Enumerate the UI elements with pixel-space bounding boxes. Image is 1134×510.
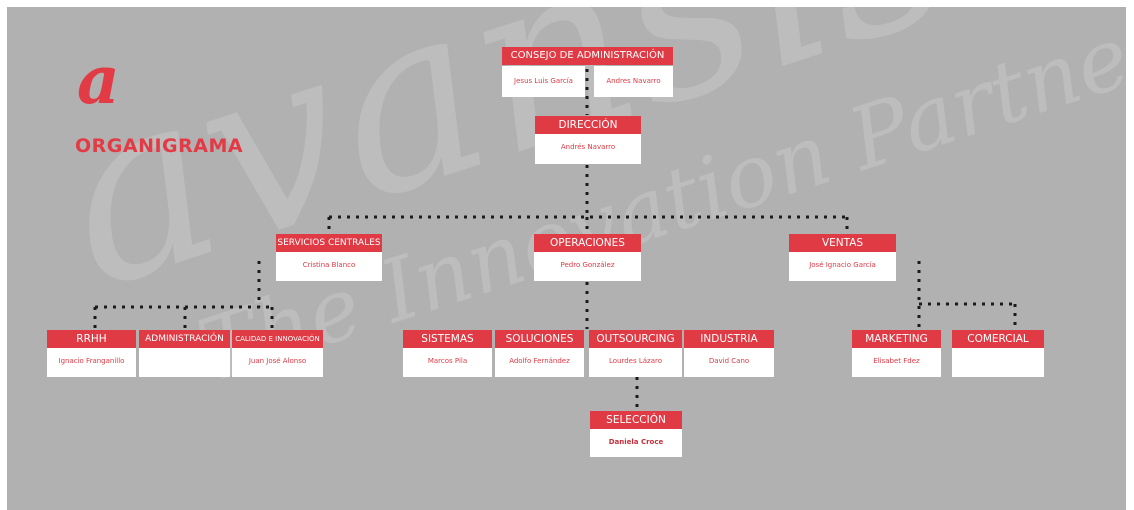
- comercial-header: COMERCIAL: [952, 330, 1044, 348]
- ventas-person: José Ignacio García: [809, 261, 876, 269]
- node-comercial: COMERCIAL: [952, 330, 1044, 377]
- rrhh-person: Ignacio Franganillo: [58, 357, 125, 365]
- node-operaciones: OPERACIONES Pedro González: [534, 234, 641, 281]
- soluciones-header: SOLUCIONES: [495, 330, 584, 348]
- sistemas-header: SISTEMAS: [403, 330, 492, 348]
- outsourcing-header: OUTSOURCING: [589, 330, 682, 348]
- calidad-person: Juan José Alonso: [248, 357, 307, 365]
- marketing-header: MARKETING: [852, 330, 941, 348]
- brand-logo: a: [77, 41, 120, 119]
- administracion-header: ADMINISTRACIÓN: [139, 330, 230, 348]
- seleccion-header: SELECCIÓN: [590, 411, 682, 429]
- node-seleccion: SELECCIÓN Daniela Croce: [590, 411, 682, 457]
- node-outsourcing: OUTSOURCING Lourdes Lázaro: [589, 330, 682, 377]
- node-marketing: MARKETING Elisabet Fdez: [852, 330, 941, 377]
- seleccion-person: Daniela Croce: [608, 438, 664, 446]
- direccion-header: DIRECCIÓN: [535, 116, 641, 134]
- industria-person: David Cano: [708, 357, 750, 365]
- org-chart-canvas: avansis The Innovation Partner a ORGANIG…: [7, 7, 1126, 510]
- node-ventas: VENTAS José Ignacio García: [789, 234, 896, 281]
- servicios-person: Cristina Blanco: [302, 261, 356, 269]
- node-industria: INDUSTRIA David Cano: [684, 330, 774, 377]
- sistemas-person: Marcos Pila: [427, 357, 468, 365]
- soluciones-person: Adolfo Fernández: [509, 357, 570, 365]
- node-rrhh: RRHH Ignacio Franganillo: [47, 330, 136, 377]
- servicios-header: SERVICIOS CENTRALES: [276, 234, 382, 252]
- operaciones-header: OPERACIONES: [534, 234, 641, 252]
- calidad-header: CALIDAD E INNOVACIÓN: [232, 330, 323, 348]
- direccion-person: Andrés Navarro: [560, 143, 616, 151]
- node-servicios-centrales: SERVICIOS CENTRALES Cristina Blanco: [276, 234, 382, 281]
- rrhh-header: RRHH: [47, 330, 136, 348]
- board-member-2: Andres Navarro: [594, 66, 673, 97]
- operaciones-person: Pedro González: [560, 261, 615, 269]
- industria-header: INDUSTRIA: [684, 330, 774, 348]
- node-sistemas: SISTEMAS Marcos Pila: [403, 330, 492, 377]
- page-title: ORGANIGRAMA: [75, 135, 244, 157]
- board-node: CONSEJO DE ADMINISTRACIÓN: [502, 47, 673, 96]
- node-calidad: CALIDAD E INNOVACIÓN Juan José Alonso: [232, 330, 323, 377]
- ventas-header: VENTAS: [789, 234, 896, 252]
- board-header: CONSEJO DE ADMINISTRACIÓN: [502, 47, 673, 65]
- connector-lines: [93, 69, 1017, 409]
- board-member-1: Jesus Luis García: [502, 66, 585, 97]
- node-direccion: DIRECCIÓN Andrés Navarro: [535, 116, 641, 164]
- node-administracion: ADMINISTRACIÓN: [139, 330, 230, 377]
- marketing-person: Elisabet Fdez: [873, 357, 920, 365]
- node-soluciones: SOLUCIONES Adolfo Fernández: [495, 330, 584, 377]
- outsourcing-person: Lourdes Lázaro: [608, 357, 663, 365]
